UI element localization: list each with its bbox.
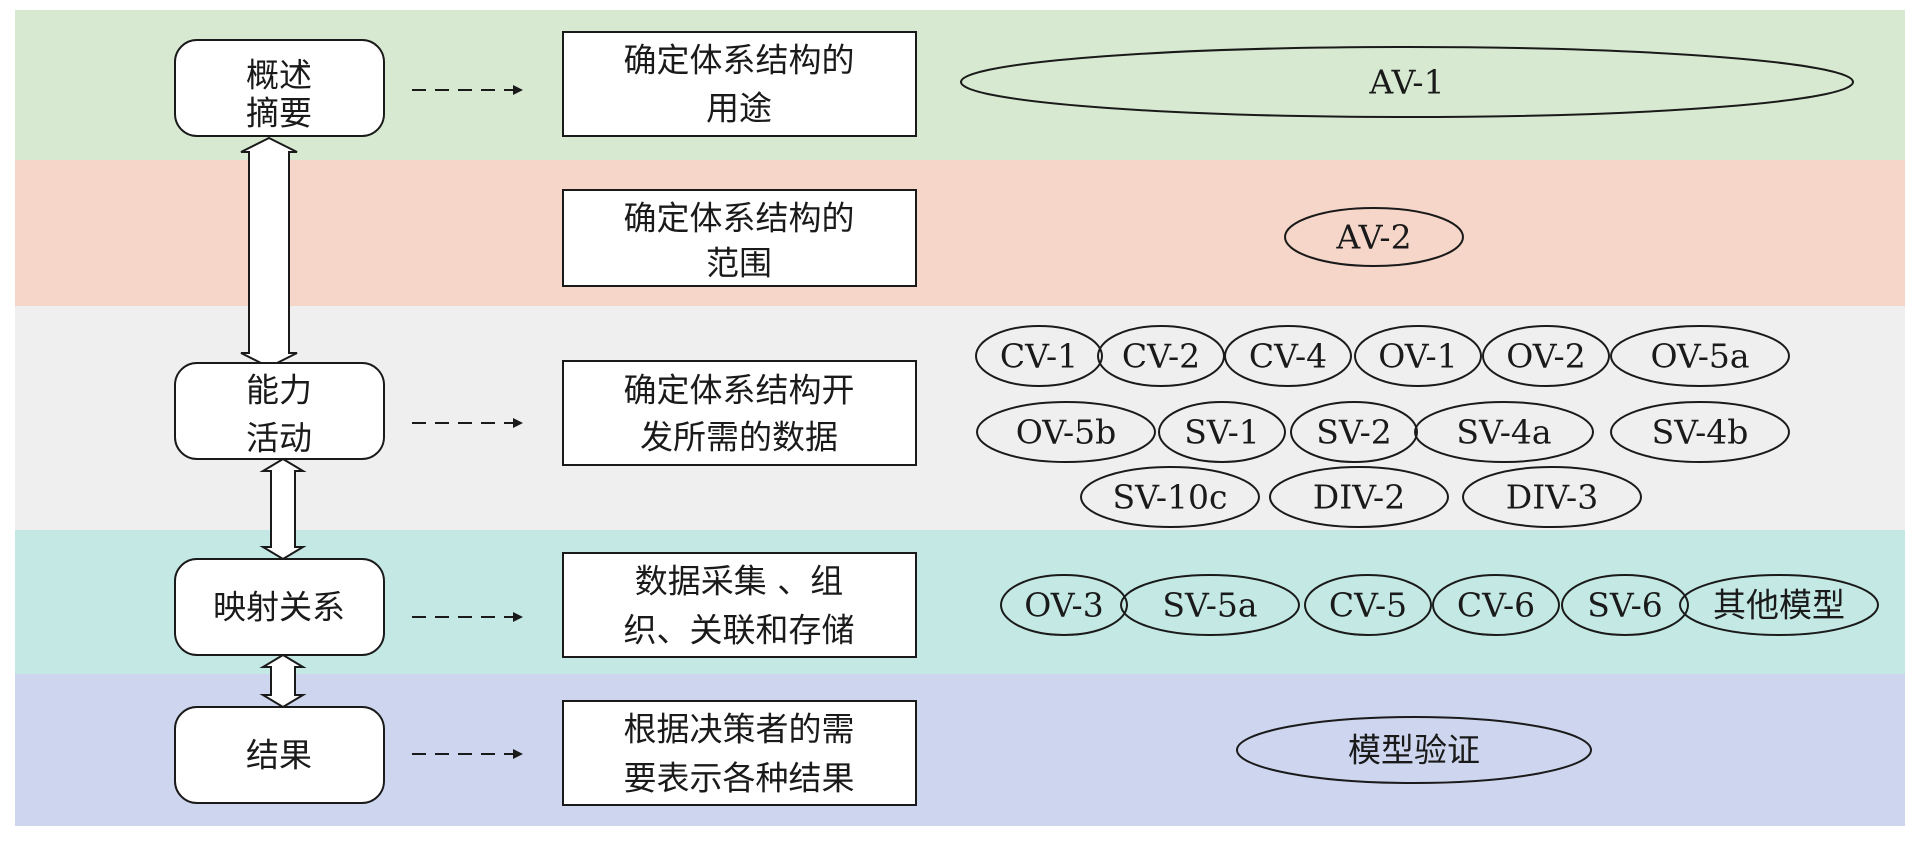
step-label-line: 要表示各种结果 — [624, 759, 855, 798]
models-row-result: 模型验证 — [1236, 716, 1592, 784]
model-oval: OV-5b — [976, 401, 1156, 463]
model-oval: CV-4 — [1224, 325, 1352, 387]
model-oval: OV-2 — [1482, 325, 1610, 387]
step-box-present: 根据决策者的需 要表示各种结果 — [562, 700, 917, 806]
models-row-capability-2: OV-5b SV-1 SV-2 SV-4a SV-4b — [976, 401, 1790, 463]
model-oval: 其他模型 — [1679, 574, 1879, 636]
step-label-line: 确定体系结构的 — [624, 199, 855, 238]
models-row-av2: AV-2 — [1284, 207, 1464, 267]
model-label: SV-1 — [1184, 413, 1260, 452]
model-label: SV-4b — [1652, 413, 1749, 452]
step-box-collect: 数据采集 、组 织、关联和存储 — [562, 552, 917, 658]
step-box-scope: 确定体系结构的 范围 — [562, 189, 917, 287]
model-oval: SV-4a — [1414, 401, 1594, 463]
model-label: OV-5a — [1650, 337, 1749, 376]
models-row-capability-1: CV-1 CV-2 CV-4 OV-1 OV-2 OV-5a — [975, 325, 1790, 387]
stage-box-capability: 能力 活动 — [174, 362, 385, 460]
model-oval: SV-1 — [1158, 401, 1286, 463]
model-oval: OV-3 — [1000, 574, 1128, 636]
step-label-line: 织、关联和存储 — [624, 611, 855, 650]
step-label-line: 范围 — [706, 244, 772, 283]
model-label: DIV-2 — [1313, 478, 1405, 517]
step-label-line: 数据采集 、组 — [635, 562, 844, 601]
stage-label-line: 活动 — [246, 419, 312, 458]
model-oval: DIV-3 — [1462, 466, 1642, 528]
model-oval: DIV-2 — [1269, 466, 1449, 528]
step-label-line: 确定体系结构开 — [624, 371, 855, 410]
model-label: AV-2 — [1335, 218, 1411, 257]
stage-box-result: 结果 — [174, 706, 385, 804]
step-box-purpose: 确定体系结构的 用途 — [562, 31, 917, 137]
model-oval: SV-2 — [1290, 401, 1418, 463]
model-label: SV-6 — [1587, 586, 1663, 625]
double-arrow-overview-capability — [240, 136, 298, 369]
model-label: AV-1 — [1368, 63, 1444, 102]
model-oval: AV-2 — [1284, 207, 1464, 267]
model-oval: 模型验证 — [1236, 716, 1592, 784]
model-label: SV-2 — [1316, 413, 1392, 452]
model-label: CV-5 — [1329, 586, 1407, 625]
stage-label-line: 摘要 — [246, 94, 312, 133]
models-row-av1: AV-1 — [960, 46, 1854, 118]
model-label: SV-10c — [1112, 478, 1227, 517]
model-oval: OV-5a — [1610, 325, 1790, 387]
step-label-line: 根据决策者的需 — [624, 710, 855, 749]
step-label-line: 发所需的数据 — [640, 418, 838, 457]
model-oval: CV-2 — [1097, 325, 1225, 387]
model-label: SV-4a — [1456, 413, 1551, 452]
stage-label-line: 结果 — [246, 736, 312, 775]
model-label: OV-3 — [1024, 586, 1103, 625]
model-label: OV-1 — [1378, 337, 1457, 376]
model-label: CV-1 — [1000, 337, 1078, 376]
stage-label-line: 能力 — [246, 371, 312, 410]
model-oval: CV-5 — [1304, 574, 1432, 636]
model-oval: CV-6 — [1432, 574, 1560, 636]
band-scope — [15, 160, 1905, 306]
model-label: CV-6 — [1457, 586, 1535, 625]
model-oval: OV-1 — [1354, 325, 1482, 387]
model-label: OV-2 — [1506, 337, 1585, 376]
step-label-line: 用途 — [706, 89, 772, 128]
step-label-line: 确定体系结构的 — [624, 41, 855, 80]
model-label: 模型验证 — [1348, 731, 1480, 770]
model-label: 其他模型 — [1713, 586, 1845, 625]
model-label: SV-5a — [1162, 586, 1257, 625]
stage-label-line: 概述 — [246, 56, 312, 95]
models-row-mapping: OV-3 SV-5a CV-5 CV-6 SV-6 其他模型 — [1000, 574, 1879, 636]
model-oval: SV-5a — [1120, 574, 1300, 636]
models-row-capability-3: SV-10c DIV-2 DIV-3 — [1080, 466, 1642, 528]
model-oval: CV-1 — [975, 325, 1103, 387]
model-oval: SV-6 — [1561, 574, 1689, 636]
model-label: CV-4 — [1249, 337, 1327, 376]
model-oval: AV-1 — [960, 46, 1854, 118]
model-oval: SV-4b — [1610, 401, 1790, 463]
stage-label-line: 映射关系 — [213, 588, 345, 627]
model-label: CV-2 — [1122, 337, 1200, 376]
stage-box-overview: 概述 摘要 — [174, 39, 385, 137]
model-oval: SV-10c — [1080, 466, 1260, 528]
model-label: DIV-3 — [1506, 478, 1598, 517]
model-label: OV-5b — [1016, 413, 1117, 452]
stage-box-mapping: 映射关系 — [174, 558, 385, 656]
step-box-data: 确定体系结构开 发所需的数据 — [562, 360, 917, 466]
